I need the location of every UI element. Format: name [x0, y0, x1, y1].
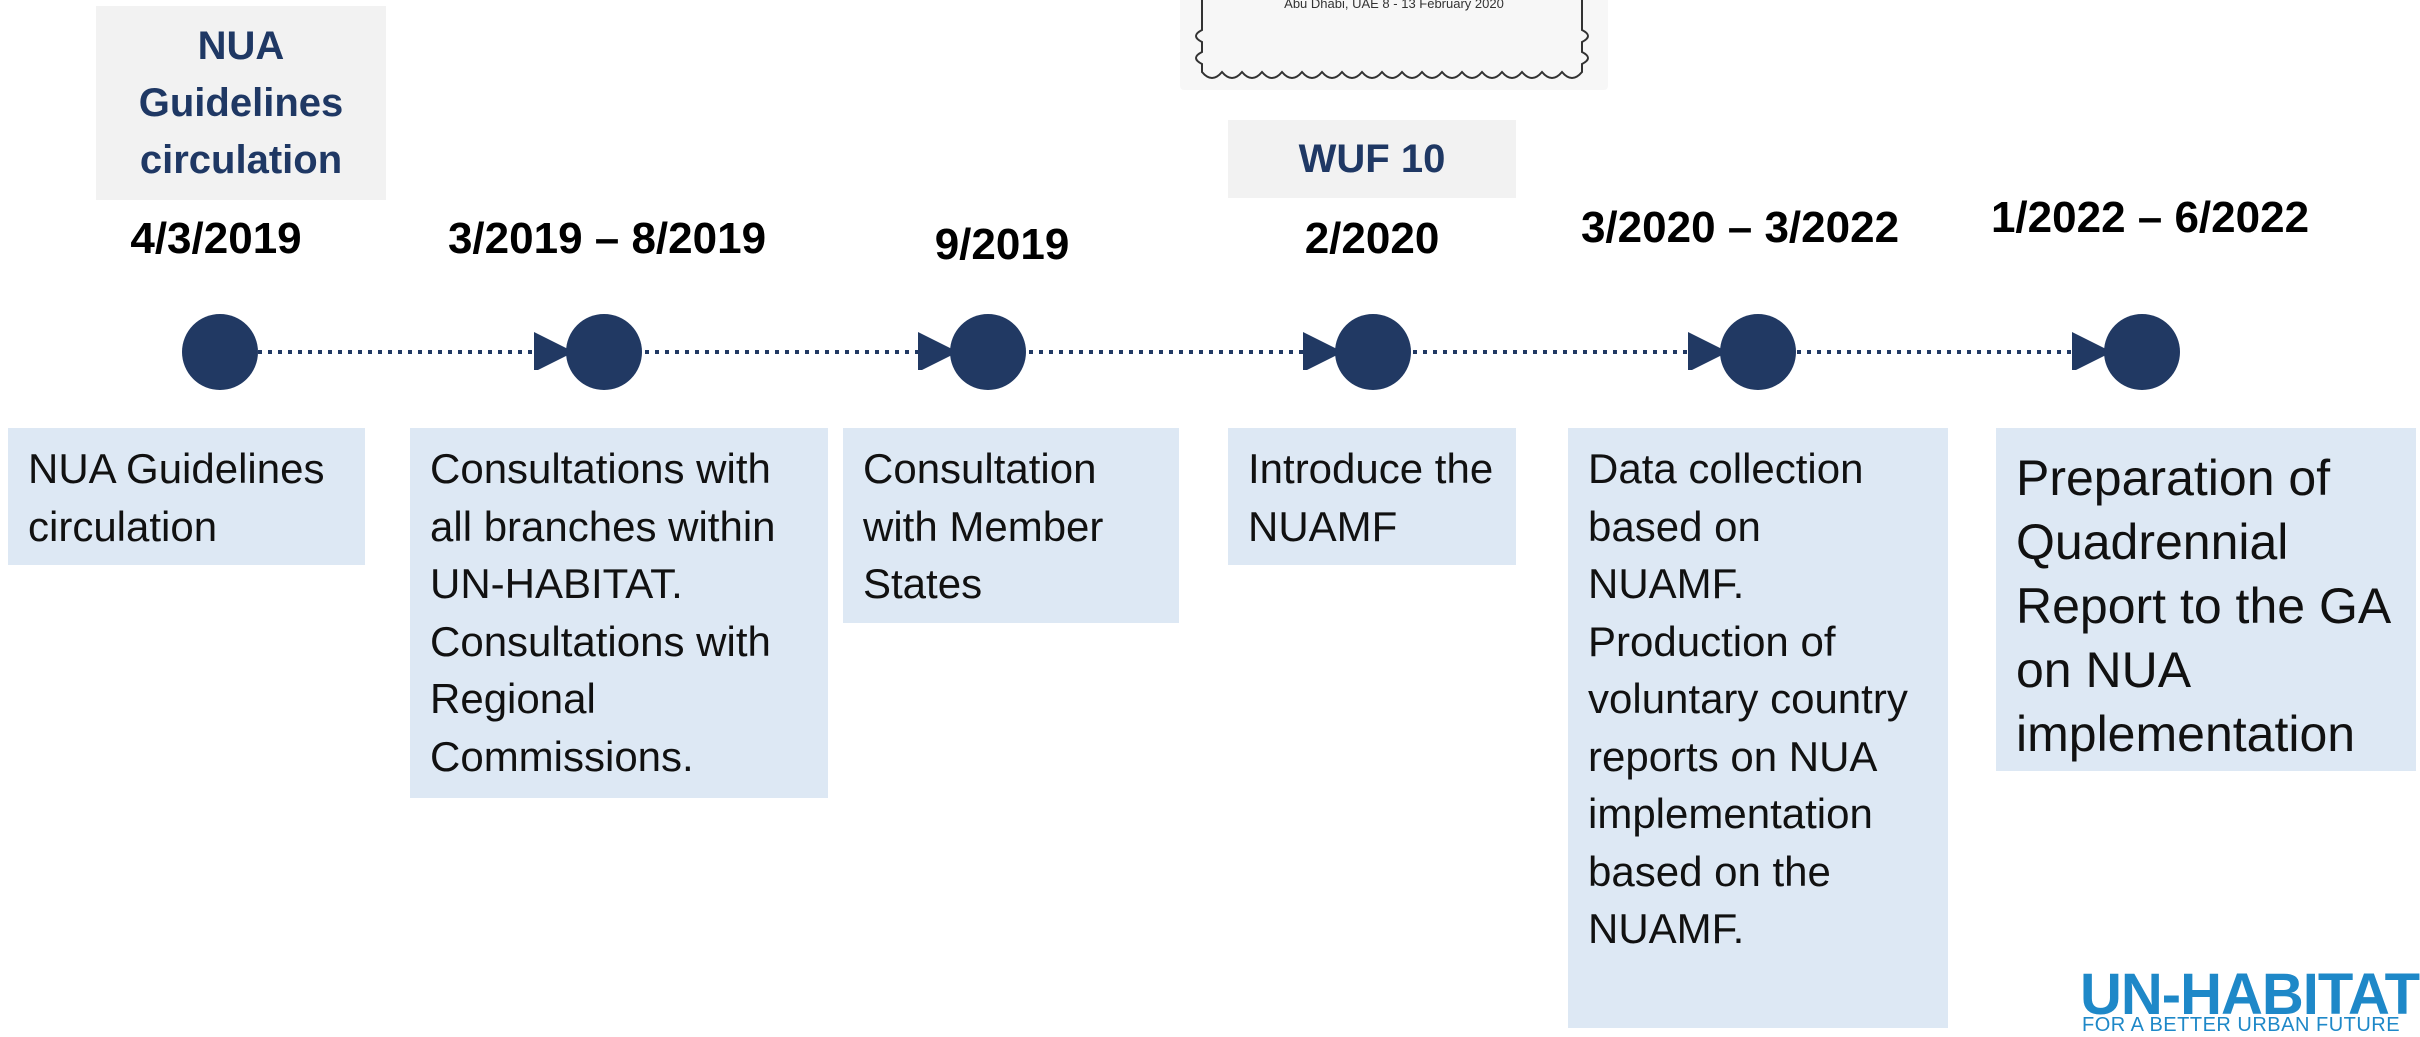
timeline-connectors	[258, 332, 2112, 370]
milestone-description: Preparation of Quadrennial Report to the…	[1996, 428, 2416, 771]
milestone-description: Data collection based on NUAMF. Producti…	[1568, 428, 1948, 1028]
milestone-description: NUA Guidelines circulation	[8, 428, 365, 565]
milestone-description: Consultations with all branches within U…	[410, 428, 828, 798]
milestone-date: 2/2020	[1304, 214, 1440, 263]
logo-wordmark: UN-HABITAT	[2080, 966, 2420, 1027]
stamp-text: Abu Dhabi, UAE 8 - 13 February 2020	[1284, 0, 1504, 11]
wuf-stamp-image: Abu Dhabi, UAE 8 - 13 February 2020	[1180, 0, 1608, 90]
milestone-date: 3/2020 – 3/2022	[1580, 203, 1900, 252]
un-habitat-logo: UN-HABITAT FOR A BETTER URBAN FUTURE	[2080, 966, 2420, 1037]
wuf-top-label: WUF 10	[1228, 120, 1516, 198]
milestone-date: 9/2019	[934, 220, 1070, 269]
milestone-node	[182, 314, 258, 390]
stamp-border	[1195, 0, 1589, 79]
milestone-node	[1720, 314, 1796, 390]
milestone-description: Consultation with Member States	[843, 428, 1179, 623]
nua-guidelines-top-label: NUA Guidelines circulation	[96, 6, 386, 200]
milestone-date: 4/3/2019	[130, 214, 302, 263]
milestone-node	[1335, 314, 1411, 390]
milestone-node	[950, 314, 1026, 390]
milestone-node	[566, 314, 642, 390]
logo-tagline: FOR A BETTER URBAN FUTURE	[2082, 1014, 2401, 1036]
milestone-node	[2104, 314, 2180, 390]
milestone-date: 3/2019 – 8/2019	[447, 214, 767, 263]
milestone-date: 1/2022 – 6/2022	[1990, 193, 2310, 242]
milestone-description: Introduce the NUAMF	[1228, 428, 1516, 565]
